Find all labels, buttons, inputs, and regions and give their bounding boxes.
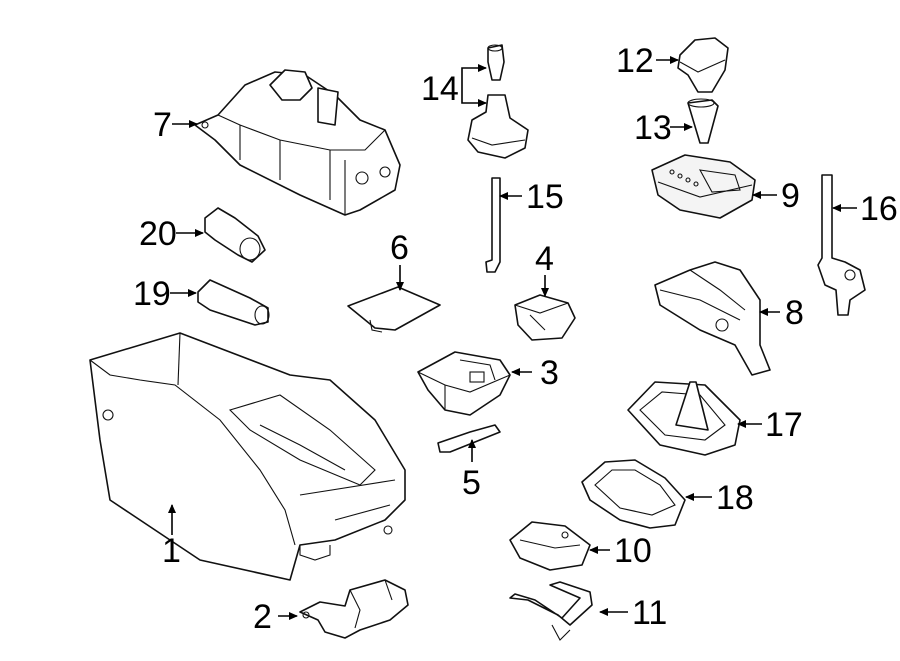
part-15-rod	[485, 177, 501, 273]
part-9-bezel	[651, 154, 756, 219]
part-18-trim-ring	[581, 459, 686, 529]
part-20-lighter	[204, 207, 266, 263]
callout-9: 9	[781, 177, 800, 215]
leaders	[168, 56, 857, 620]
callout-16: 16	[860, 190, 898, 228]
callouts: 1 2 3 4 5 6 7 8 9 10 11 12 13 14 15 16 1…	[133, 42, 898, 636]
callout-7: 7	[153, 106, 172, 144]
part-17-boot-bezel	[627, 381, 741, 456]
callout-2: 2	[253, 598, 272, 636]
part-2-bracket	[299, 579, 409, 639]
part-13-sleeve	[687, 98, 719, 144]
callout-18: 18	[716, 479, 754, 517]
callout-8: 8	[785, 294, 804, 332]
callout-10: 10	[614, 532, 652, 570]
callout-17: 17	[765, 406, 803, 444]
callout-15: 15	[526, 178, 564, 216]
callout-19: 19	[133, 275, 171, 313]
callout-3: 3	[540, 354, 559, 392]
leader-14a	[461, 64, 487, 88]
part-11-frame	[509, 581, 593, 641]
part-7-shifter-base	[194, 69, 401, 216]
part-8-mech-bracket	[654, 261, 771, 376]
callout-5: 5	[462, 464, 481, 502]
callout-20: 20	[139, 215, 177, 253]
part-12-knob	[677, 37, 729, 93]
part-4-cup	[514, 294, 576, 341]
leader-14b	[461, 88, 487, 107]
callout-13: 13	[634, 109, 672, 147]
part-3-ashtray	[417, 351, 511, 416]
callout-11: 11	[632, 594, 667, 632]
callout-12: 12	[616, 42, 654, 80]
part-6-pad	[347, 286, 441, 333]
part-14-boot	[467, 44, 529, 159]
part-19-socket	[197, 279, 270, 326]
part-1-console	[89, 332, 406, 581]
callout-6: 6	[390, 229, 409, 267]
part-5-clip	[437, 424, 501, 453]
callout-14: 14	[421, 70, 459, 108]
callout-4: 4	[535, 240, 554, 278]
callout-1: 1	[162, 532, 181, 570]
part-10-trim	[509, 521, 591, 571]
part-16-lever	[817, 174, 866, 316]
